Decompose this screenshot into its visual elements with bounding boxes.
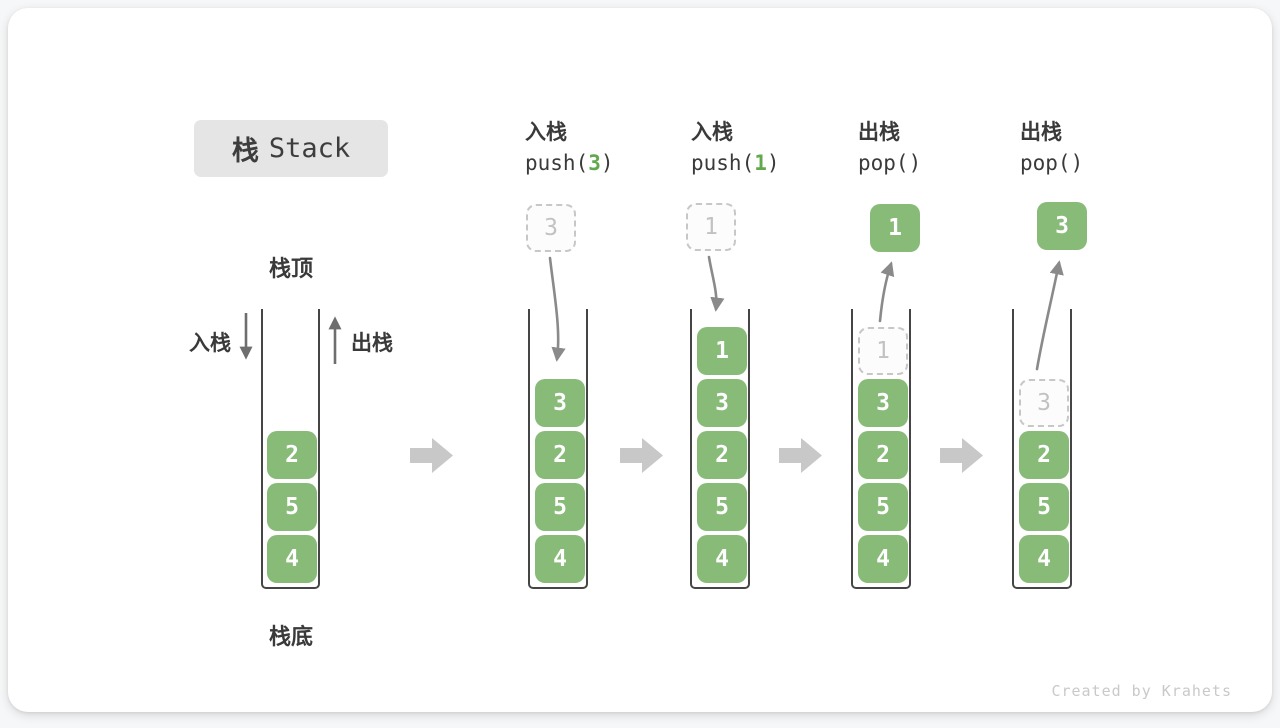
code-label-pop-1: pop() xyxy=(858,151,921,175)
diagram-title: 栈 Stack xyxy=(194,120,388,177)
op-label-push-1: 入栈 xyxy=(691,121,733,144)
watermark: Created by Krahets xyxy=(1051,682,1232,700)
incoming-value-box: 3 xyxy=(526,204,576,252)
stack-cell: 5 xyxy=(697,483,747,531)
stack-cell: 2 xyxy=(697,431,747,479)
stack-cell: 5 xyxy=(535,483,585,531)
flow-arrow-icon xyxy=(620,438,663,473)
code-label-push-3: push(3) xyxy=(525,151,614,175)
stack-container-pop-2: 3 2 5 4 xyxy=(1012,309,1072,589)
code-arg: 1 xyxy=(754,151,767,175)
stack-container-push-1: 1 3 2 5 4 xyxy=(690,309,750,589)
code-arg: 3 xyxy=(588,151,601,175)
stack-cell: 4 xyxy=(1019,535,1069,583)
op-label-push-3: 入栈 xyxy=(525,121,567,144)
pop-label: 出栈 xyxy=(351,332,393,355)
flow-arrow-icon xyxy=(779,438,822,473)
stack-cell: 1 xyxy=(697,327,747,375)
op-label-pop-1: 出栈 xyxy=(858,121,900,144)
popped-value-box: 1 xyxy=(870,204,920,252)
ghost-cell: 3 xyxy=(1019,379,1069,427)
stack-cell: 4 xyxy=(858,535,908,583)
title-en: Stack xyxy=(268,133,351,164)
stack-cell: 2 xyxy=(1019,431,1069,479)
code-post: ) xyxy=(766,151,780,175)
stack-cell: 2 xyxy=(535,431,585,479)
code-label-push-1: push(1) xyxy=(691,151,780,175)
code-label-pop-2: pop() xyxy=(1020,151,1083,175)
flow-arrow-icon xyxy=(410,438,453,473)
flow-arrow-icon xyxy=(940,438,983,473)
stack-cell: 2 xyxy=(858,431,908,479)
code-pre: pop() xyxy=(1020,151,1084,175)
stack-cell: 4 xyxy=(697,535,747,583)
push-arrow-icon xyxy=(707,255,725,312)
stack-cell: 5 xyxy=(858,483,908,531)
push-label: 入栈 xyxy=(189,332,231,355)
stack-cell: 5 xyxy=(1019,483,1069,531)
stack-bottom-label: 栈底 xyxy=(268,624,313,649)
stack-container-initial: 2 5 4 xyxy=(261,309,320,589)
stack-top-label: 栈顶 xyxy=(268,256,313,281)
stack-cell: 4 xyxy=(535,535,585,583)
stack-cell: 5 xyxy=(267,483,317,531)
popped-value-box: 3 xyxy=(1037,202,1087,250)
arrows-overlay xyxy=(239,255,1064,473)
incoming-value-box: 1 xyxy=(686,203,736,251)
ghost-cell: 1 xyxy=(858,327,908,375)
stack-cell: 4 xyxy=(267,535,317,583)
stack-container-push-3: 3 2 5 4 xyxy=(528,309,588,589)
code-pre: push( xyxy=(525,151,589,175)
stack-container-pop-1: 1 3 2 5 4 xyxy=(851,309,911,589)
stack-cell: 2 xyxy=(267,431,317,479)
title-zh: 栈 xyxy=(231,136,259,166)
code-pre: push( xyxy=(691,151,755,175)
stack-cell: 3 xyxy=(697,379,747,427)
code-pre: pop() xyxy=(858,151,922,175)
stack-cell: 3 xyxy=(858,379,908,427)
stack-cell: 3 xyxy=(535,379,585,427)
op-label-pop-2: 出栈 xyxy=(1020,121,1062,144)
code-post: ) xyxy=(600,151,614,175)
diagram-canvas: 栈 Stack 栈顶 栈底 入栈 出栈 入栈 push(3) 入栈 push(1… xyxy=(8,8,1272,712)
